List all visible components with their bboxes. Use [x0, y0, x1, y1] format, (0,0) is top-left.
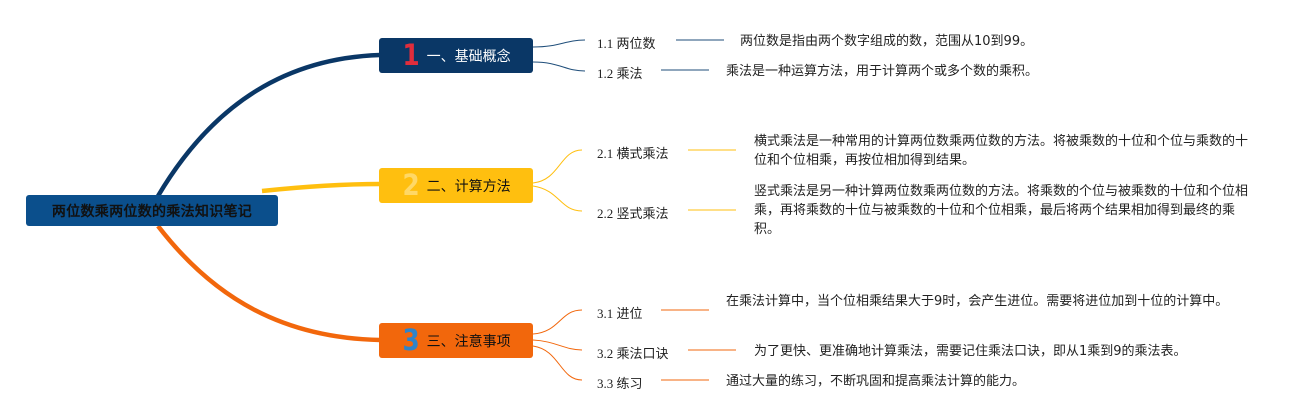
- description-3-1: 在乘法计算中，当个位相乘结果大于9时，会产生进位。需要将进位加到十位的计算中。: [726, 294, 1229, 309]
- subtopic-1-1[interactable]: 1.1 两位数: [597, 36, 656, 51]
- branch-line-3: [156, 224, 381, 343]
- description-3-2: 为了更快、更准确地计算乘法，需要记住乘法口诀，即从1乘到9的乘法表。: [754, 344, 1187, 359]
- branch-line-2: [261, 181, 381, 194]
- subtopic-2-2[interactable]: 2.2 竖式乘法: [597, 206, 669, 221]
- topic-label-2: 二、计算方法: [426, 178, 511, 195]
- branch-line-1: [156, 52, 381, 198]
- topic-number-3: 3: [402, 323, 421, 357]
- topic-node-2[interactable]: 2 二、计算方法: [379, 168, 533, 203]
- subtopic-3-3[interactable]: 3.3 练习: [597, 376, 643, 391]
- sub-line-2-2: [532, 185, 583, 212]
- description-2-2: 竖式乘法是另一种计算两位数乘两位数的方法。将乘数的个位与被乘数的十位和个位相乘，…: [754, 184, 1249, 237]
- subtopic-3-1[interactable]: 3.1 进位: [597, 306, 643, 321]
- root-title: 两位数乘两位数的乘法知识笔记: [51, 203, 253, 220]
- description-1-2: 乘法是一种运算方法，用于计算两个或多个数的乘积。: [726, 64, 1039, 79]
- subtopic-3-2[interactable]: 3.2 乘法口诀: [597, 346, 669, 361]
- description-1-1: 两位数是指由两个数字组成的数，范围从10到99。: [740, 34, 1034, 49]
- topic-number-2: 2: [402, 168, 421, 202]
- sub-line-3-2: [532, 339, 583, 351]
- subtopic-1-2[interactable]: 1.2 乘法: [597, 66, 643, 81]
- topic-label-1: 一、基础概念: [426, 48, 511, 65]
- root-node[interactable]: 两位数乘两位数的乘法知识笔记: [26, 195, 278, 226]
- sub-line-2-1: [532, 149, 583, 184]
- description-2-1: 横式乘法是一种常用的计算两位数乘两位数的方法。将被乘数的十位和个位与乘数的十位和…: [754, 134, 1249, 168]
- sub-line-1-1: [532, 39, 586, 48]
- sub-line-3-1: [532, 309, 583, 335]
- subtopic-2-1[interactable]: 2.1 横式乘法: [597, 146, 669, 161]
- sub-line-3-3: [532, 345, 583, 381]
- topic-node-1[interactable]: 1 一、基础概念: [379, 38, 533, 73]
- topic-number-1: 1: [402, 38, 421, 72]
- topic-node-3[interactable]: 3 三、注意事项: [379, 323, 533, 358]
- sub-line-1-2: [532, 61, 586, 72]
- description-3-3: 通过大量的练习，不断巩固和提高乘法计算的能力。: [726, 374, 1026, 389]
- topic-label-3: 三、注意事项: [426, 333, 511, 350]
